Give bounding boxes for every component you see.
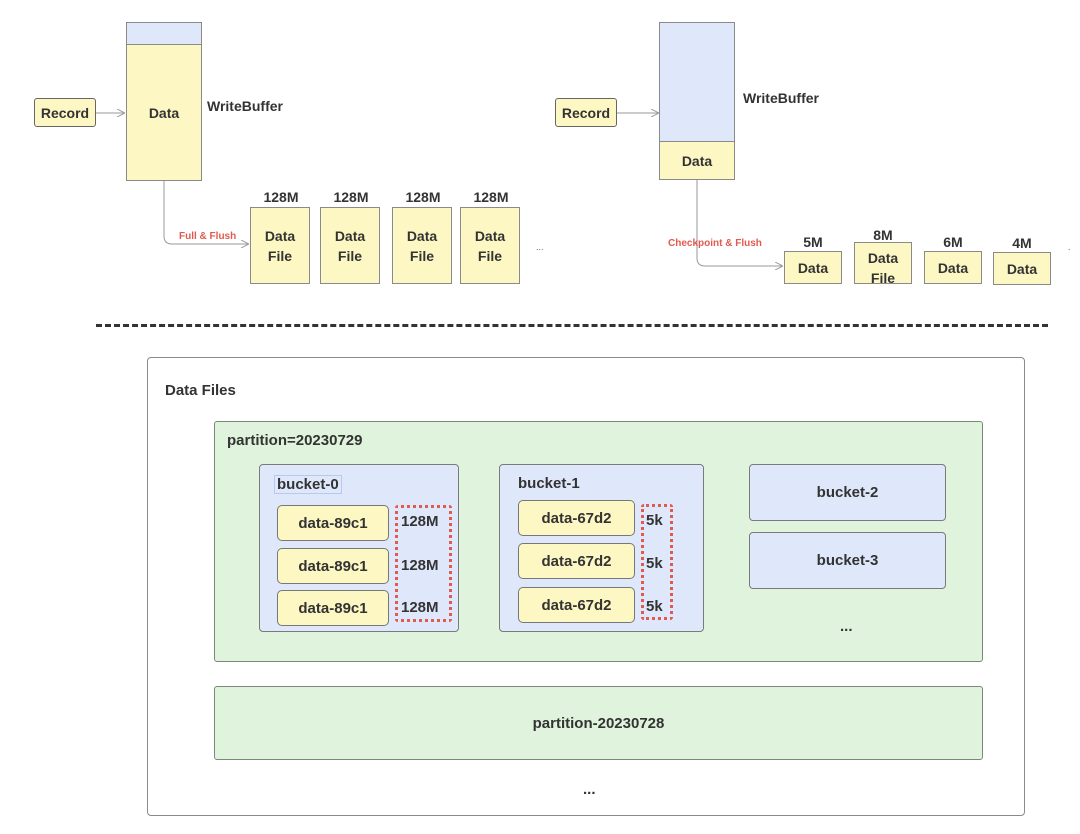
- record-box-left: Record: [34, 98, 96, 127]
- data-file-pill: data-67d2: [518, 587, 635, 623]
- data-file-box: Data File: [392, 207, 452, 284]
- file-size-label: 128M: [333, 189, 369, 205]
- file-size-label: 128M: [473, 189, 509, 205]
- data-file-pill: data-89c1: [277, 590, 389, 626]
- write-buffer-label-left: WriteBuffer: [207, 98, 283, 114]
- data-file-box: Data: [784, 251, 842, 284]
- write-buffer-data-right: Data: [659, 141, 735, 180]
- file-size: 128M: [401, 513, 439, 530]
- file-size: 5k: [646, 512, 663, 529]
- write-buffer-empty-left: [126, 22, 202, 45]
- file-size: 5k: [646, 598, 663, 615]
- ellipsis-right: .: [1068, 242, 1071, 252]
- data-file-box: Data File: [250, 207, 310, 284]
- size-highlight-bucket-0: [395, 505, 452, 622]
- record-box-right: Record: [555, 98, 617, 127]
- file-size-label: 128M: [263, 189, 299, 205]
- data-file-pill: data-89c1: [277, 548, 389, 584]
- data-file-box: Data: [924, 251, 982, 284]
- file-size: 128M: [401, 599, 439, 616]
- file-size-label: 8M: [873, 227, 893, 243]
- data-file-pill: data-67d2: [518, 500, 635, 536]
- bucket-1-title: bucket-1: [518, 475, 580, 492]
- data-file-pill: data-67d2: [518, 543, 635, 579]
- data-file-box: Data File: [460, 207, 520, 284]
- partition-20230728-box: partition-20230728: [214, 686, 983, 760]
- bucket-0-title: bucket-0: [274, 475, 342, 494]
- partition-title: partition=20230729: [227, 432, 363, 449]
- flush-label-right: Checkpoint & Flush: [668, 238, 762, 249]
- write-buffer-empty-right: [659, 22, 735, 142]
- file-size-label: 4M: [1012, 235, 1032, 251]
- section-separator: [96, 324, 1048, 327]
- file-size-label: 128M: [405, 189, 441, 205]
- data-file-box: Data File: [320, 207, 380, 284]
- ellipsis-left: ...: [536, 242, 544, 252]
- arrow-buffer-to-files-right: [696, 180, 782, 266]
- file-size-label: 6M: [943, 234, 963, 250]
- more-buckets-ellipsis: ...: [840, 618, 853, 635]
- data-file-box: Data File: [854, 242, 912, 284]
- file-size: 5k: [646, 555, 663, 572]
- file-size: 128M: [401, 557, 439, 574]
- file-size-label: 5M: [803, 234, 823, 250]
- flush-label-left: Full & Flush: [179, 231, 237, 242]
- more-partitions-ellipsis: ...: [583, 781, 596, 798]
- data-file-box: Data: [993, 252, 1051, 285]
- write-buffer-data-left: Data: [126, 44, 202, 181]
- data-file-pill: data-89c1: [277, 505, 389, 541]
- size-highlight-bucket-1: [641, 504, 673, 620]
- bucket-3-box: bucket-3: [749, 532, 946, 589]
- arrow-buffer-to-files-left: [163, 181, 248, 244]
- bucket-2-box: bucket-2: [749, 464, 946, 521]
- data-files-title: Data Files: [165, 382, 236, 399]
- write-buffer-label-right: WriteBuffer: [743, 90, 819, 106]
